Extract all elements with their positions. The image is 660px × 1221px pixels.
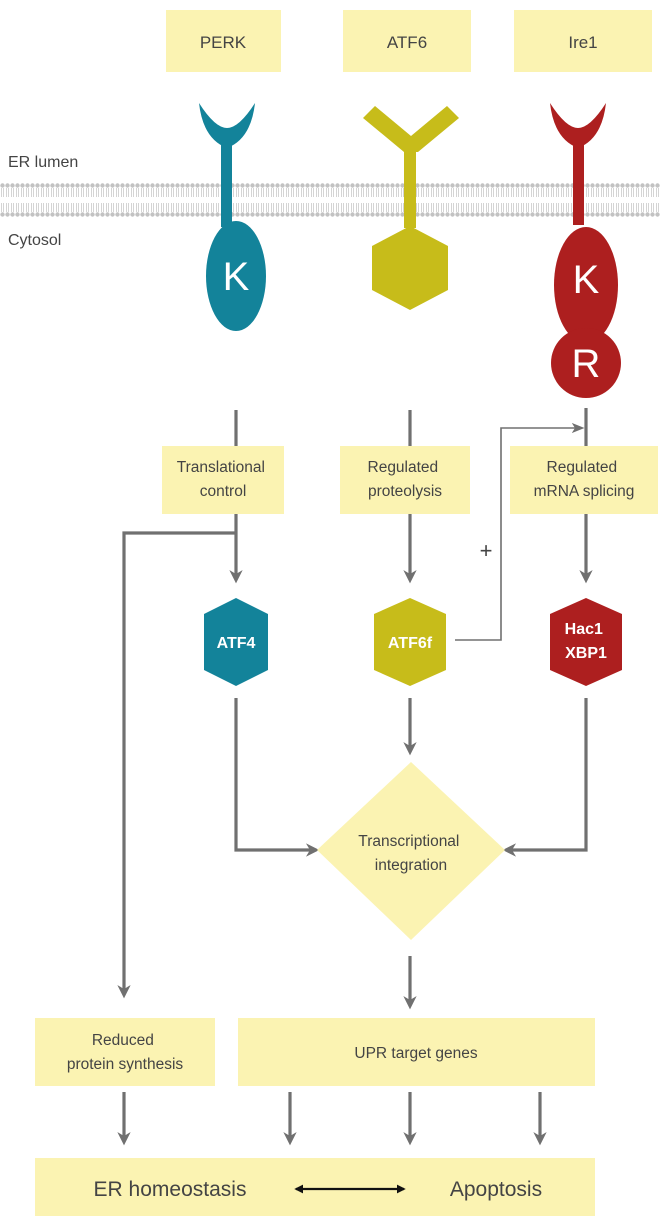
upr-target-genes-box [238, 1018, 595, 1086]
hac1-xbp1-label: Hac1 XBP1 [565, 621, 608, 662]
er-homeostasis-label: ER homeostasis [94, 1178, 247, 1201]
atf6f-hexagon [374, 598, 446, 686]
regulated-proteolysis-box [340, 446, 470, 514]
atf6f-label: ATF6f [388, 635, 433, 652]
atf6-hexagon [372, 226, 448, 310]
xbp1-to-integration [502, 698, 588, 857]
atf4-hexagon [204, 598, 268, 686]
transcriptional-integration-diamond [317, 762, 505, 940]
perk-cup-icon [199, 103, 255, 148]
atf6f-feedback-line [455, 422, 585, 641]
reduced-protein-synthesis-box [35, 1018, 215, 1086]
atf6-label-box [343, 10, 471, 72]
ire1-rnase-domain [551, 328, 621, 398]
perk-kinase-domain [206, 221, 266, 331]
perk-label-box [166, 10, 281, 72]
atf6-y-icon [363, 106, 459, 152]
translational-control-box [162, 446, 284, 514]
ire1-label-box [514, 10, 652, 72]
ire1-cup-icon [550, 103, 606, 148]
ire1-rnase-label: R [572, 342, 601, 386]
regulated-splicing-box [510, 446, 658, 514]
perk-bypass-line [117, 531, 236, 999]
perk-kinase-label: K [223, 255, 250, 299]
atf4-to-integration [234, 698, 320, 857]
er-lumen-label: ER lumen [8, 154, 78, 171]
er-membrane [0, 183, 660, 217]
apoptosis-label: Apoptosis [450, 1178, 542, 1201]
atf4-label: ATF4 [217, 635, 256, 652]
cytosol-label: Cytosol [8, 232, 61, 249]
atf6-receptor [363, 106, 459, 310]
hac1-xbp1-hexagon [550, 598, 622, 686]
translational-control-label: Translational control [177, 459, 269, 500]
reduced-protein-synthesis-label: Reduced protein synthesis [67, 1032, 184, 1073]
regulated-proteolysis-label: Regulated proteolysis [368, 459, 443, 500]
plus-sign: + [480, 538, 493, 563]
ire1-receptor: K R [550, 103, 621, 398]
perk-receptor: K [199, 103, 266, 331]
perk-label: PERK [200, 33, 247, 52]
atf6-label: ATF6 [387, 33, 427, 52]
regulated-splicing-label: Regulated mRNA splicing [534, 459, 635, 500]
ire1-kinase-domain [554, 227, 618, 343]
transcriptional-integration-label: Transcriptional integration [358, 833, 463, 874]
upr-target-genes-label: UPR target genes [354, 1045, 477, 1062]
ire1-kinase-label: K [573, 258, 600, 302]
ire1-label: Ire1 [568, 33, 597, 52]
